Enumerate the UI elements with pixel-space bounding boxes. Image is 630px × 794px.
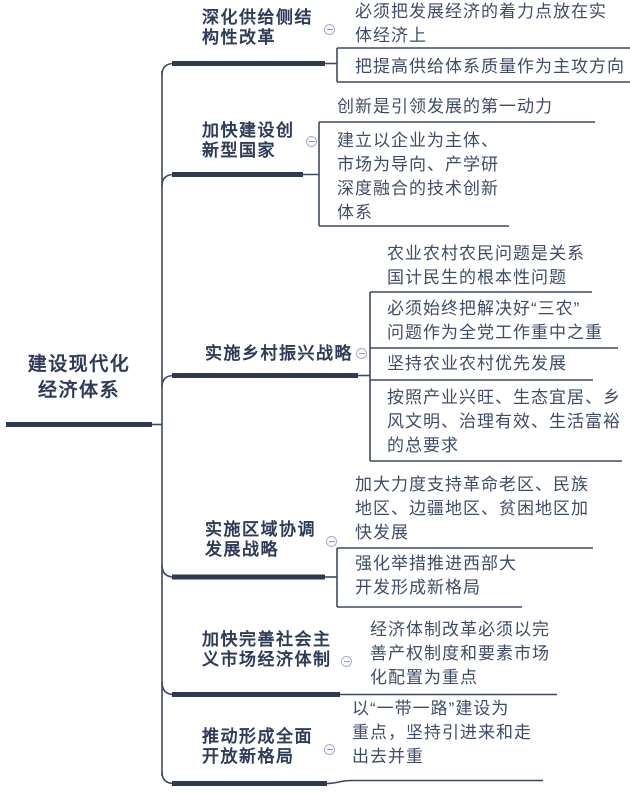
subtopic-b1c2[interactable]: 把提高供给体系质量作为主攻方向 xyxy=(355,57,625,76)
subtopic-b2c2[interactable]: 建立以企业为主体、 市场为导向、产学研 深度融合的技术创新 体系 xyxy=(337,131,499,222)
subtopic-b4c2[interactable]: 强化举措推进西部大 开发形成新格局 xyxy=(355,554,517,597)
branch-topic-6[interactable]: 推动形成全面 开放新格局 xyxy=(202,727,313,766)
subtopic-b3c3[interactable]: 坚持农业农村优先发展 xyxy=(387,354,567,373)
collapse-minus-icon[interactable] xyxy=(324,744,335,755)
branch-topic-2[interactable]: 加快建设创 新型国家 xyxy=(202,121,295,160)
underline-b6c1 xyxy=(326,779,543,785)
collapse-minus-icon[interactable] xyxy=(306,136,317,147)
thick-underlines xyxy=(6,61,358,786)
subtopic-b3c1[interactable]: 农业农村农民问题是关系 国计民生的根本性问题 xyxy=(387,244,585,287)
branch-topic-4[interactable]: 实施区域协调 发展战略 xyxy=(205,520,316,559)
subtopic-b2c1[interactable]: 创新是引领发展的第一动力 xyxy=(337,97,553,116)
collapse-minus-icon[interactable] xyxy=(356,348,367,359)
collapse-minus-icon[interactable] xyxy=(326,536,337,547)
subtopic-b4c1[interactable]: 加大力度支持革命老区、民族 地区、边疆地区、贫困地区加 快发展 xyxy=(355,475,589,542)
subtopic-b6c1[interactable]: 以“一带一路”建设为 重点，坚持引进来和走 出去并重 xyxy=(352,699,532,766)
subtopic-b3c4[interactable]: 按照产业兴旺、生态宜居、乡 风文明、治理有效、生活富裕 的总要求 xyxy=(387,388,621,455)
collapse-minus-icon[interactable] xyxy=(341,656,352,667)
thin-connectors xyxy=(152,47,630,785)
subtopic-b5c1[interactable]: 经济体制改革必须以完 善产权制度和要素市场 化配置为重点 xyxy=(370,620,550,687)
subtopic-b1c1[interactable]: 必须把发展经济的着力点放在实 体经济上 xyxy=(355,2,607,45)
collapse-minus-icon[interactable] xyxy=(324,24,335,35)
branch-topic-3[interactable]: 实施乡村振兴战略 xyxy=(205,344,353,363)
branch-topic-1[interactable]: 深化供给侧结 构性改革 xyxy=(202,8,313,47)
root-topic[interactable]: 建设现代化 经济体系 xyxy=(27,354,131,401)
subtopic-b3c2[interactable]: 必须始终把解决好“三农” 问题作为全党工作重中之重 xyxy=(387,299,603,342)
branch-topic-5[interactable]: 加快完善社会主 义市场经济体制 xyxy=(202,630,332,669)
